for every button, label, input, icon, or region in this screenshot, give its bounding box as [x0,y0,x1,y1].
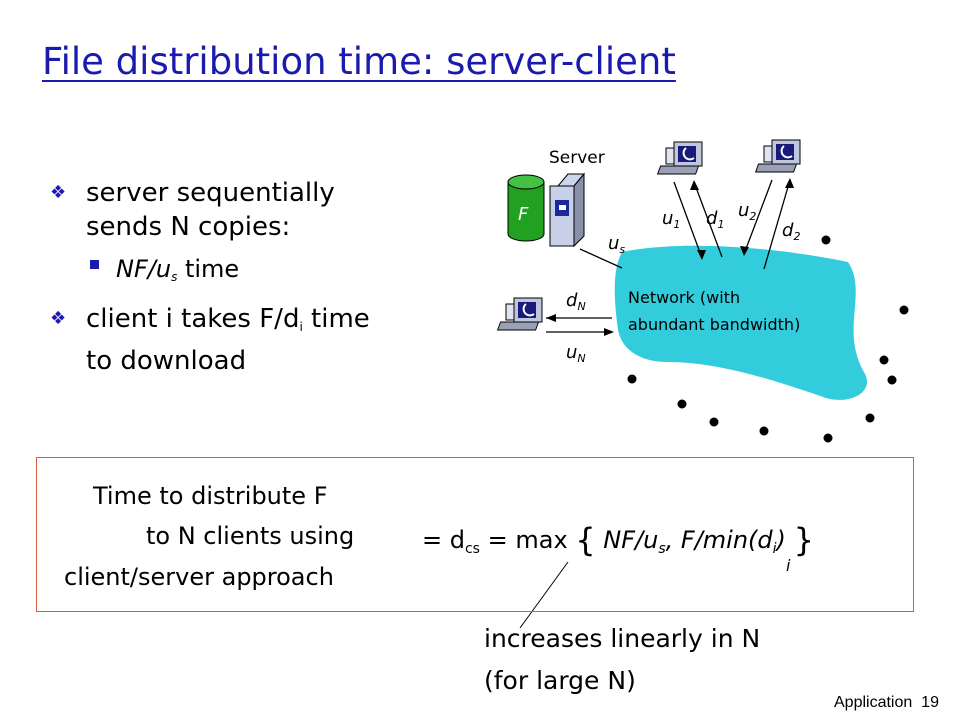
dn-label: dN [566,290,586,313]
client-dot [879,355,889,365]
network-label-2: abundant bandwidth) [628,315,800,334]
arrow-u2-icon [740,246,749,256]
arrow-d1-icon [690,180,699,190]
server-link-line [579,248,623,269]
client-dot [677,399,687,409]
page-number: 19 [921,694,939,711]
un-label: uN [566,342,586,365]
client-dot [759,426,769,436]
formula-lhs-line-3: client/server approach [64,563,334,591]
client-dot [627,374,637,384]
file-database-icon: F [507,174,545,242]
linear-increase-note: increases linearly in N (for large N) [484,624,761,695]
d2-label: d2 [782,220,800,243]
arrow-dn-icon [546,314,556,322]
file-label: F [518,204,529,225]
arrow-d2-icon [785,178,794,188]
formula-lhs-line-1: Time to distribute F [93,482,328,510]
subbullet-nf-time: NF/us time [50,252,380,294]
bullet-icon: ❖ [50,182,67,203]
square-bullet-icon [90,260,99,269]
bullet-list: ❖ server sequentially sends N copies: NF… [50,176,380,386]
link-u1-line [673,181,703,259]
link-d1-line [693,181,723,258]
client-computer-icon [754,139,801,173]
client-dot [887,375,897,385]
network-label-1: Network (with [628,288,740,307]
client-dot [709,417,719,427]
d1-label: d1 [706,208,724,231]
client-dot [899,305,909,315]
bullet-icon: ❖ [50,308,67,329]
network-cloud [614,245,868,400]
us-label: us [608,233,625,256]
link-u2-line [743,179,773,255]
client-dot [865,413,875,423]
formula-equation: = dcs = max { NF/us, F/min(di) } [422,521,814,559]
min-subscript-i: i [786,556,791,575]
u1-label: u1 [662,208,680,231]
arrow-u1-icon [697,250,706,260]
server-label: Server [549,148,605,168]
bullet-server-sends: ❖ server sequentially sends N copies: [50,178,335,242]
client-computer-icon [656,141,703,175]
client-computer-icon [496,297,543,331]
formula-lhs-line-2: to N clients using [146,522,355,550]
u2-label: u2 [738,200,756,223]
slide-title: File distribution time: server-client [42,40,676,83]
pointer-line [519,561,569,629]
link-d2-line [763,179,791,270]
server-icon [549,172,586,248]
arrow-un-icon [604,328,614,336]
client-dot [823,433,833,443]
bullet-client-download: ❖ client i takes F/di time to download [50,304,370,376]
slide-footer: Application 19 [834,694,939,711]
formula-box [36,457,914,612]
client-dot [821,235,831,245]
